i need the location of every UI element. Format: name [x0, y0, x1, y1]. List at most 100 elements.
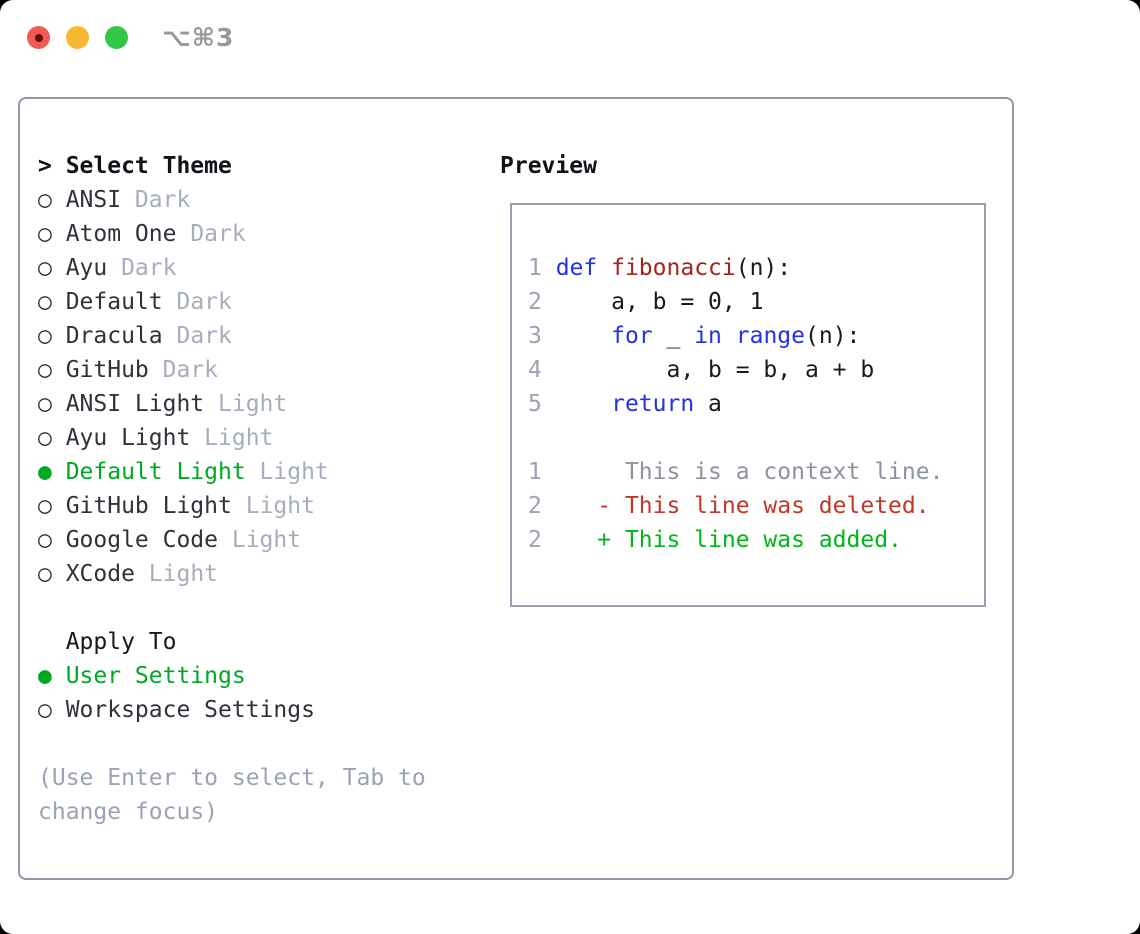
theme-option-ayu-light[interactable]: ○ Ayu Light Light	[38, 421, 426, 455]
radio-selected-icon: ●	[38, 459, 52, 485]
spacer-row	[38, 591, 426, 625]
code-segment-ctx: This is a context line.	[541, 459, 944, 485]
code-segment-plain	[597, 255, 611, 281]
code-segment-num: 2	[528, 527, 542, 553]
zoom-button[interactable]	[105, 26, 128, 49]
select-theme-header: >Select Theme	[38, 149, 426, 183]
code-line: 2 - This line was deleted.	[528, 489, 984, 523]
option-label: Atom One	[65, 221, 177, 247]
theme-option-default-light[interactable]: ● Default Light Light	[38, 455, 426, 489]
radio-unselected-icon: ○	[38, 391, 52, 417]
theme-option-google-code[interactable]: ○ Google Code Light	[38, 523, 426, 557]
code-segment-del: - This line was deleted.	[597, 493, 930, 519]
theme-option-github[interactable]: ○ GitHub Dark	[38, 353, 426, 387]
radio-selected-icon: ●	[38, 663, 52, 689]
code-segment-plain	[542, 493, 597, 519]
code-segment-plain: a, b = 0, 1	[555, 289, 764, 315]
code-segment-kw: return	[611, 391, 695, 417]
option-label: Ayu Light	[65, 425, 191, 451]
theme-variant-badge: Dark	[121, 255, 177, 281]
option-label: ANSI Light	[65, 391, 205, 417]
theme-variant-badge: Dark	[190, 221, 246, 247]
code-segment-num: 1	[528, 255, 556, 281]
apply-to-list: ●User Settings ○ Workspace Settings	[38, 659, 426, 727]
code-segment-kw: range	[735, 323, 805, 349]
option-label: Google Code	[65, 527, 219, 553]
code-segment-plain: _	[652, 323, 695, 349]
code-segment-num: 1	[528, 459, 542, 485]
minimize-button[interactable]	[66, 26, 89, 49]
theme-variant-badge: Light	[204, 425, 274, 451]
option-label: Default Light	[65, 459, 246, 485]
option-label: GitHub	[65, 357, 149, 383]
option-label: Workspace Settings	[65, 697, 315, 723]
code-segment-num: 4	[528, 357, 556, 383]
code-line: 2 + This line was added.	[528, 523, 984, 557]
option-label: Default	[65, 289, 163, 315]
apply-option-workspace-settings[interactable]: ○ Workspace Settings	[38, 693, 426, 727]
preview-header: Preview	[500, 153, 597, 179]
radio-unselected-icon: ○	[38, 289, 52, 315]
apply-option-user-settings[interactable]: ●User Settings	[38, 659, 426, 693]
theme-option-default[interactable]: ○ Default Dark	[38, 285, 426, 319]
radio-unselected-icon: ○	[38, 187, 52, 213]
code-line: 5 return a	[528, 387, 984, 421]
code-segment-plain	[556, 391, 611, 417]
code-line: 2 a, b = 0, 1	[528, 285, 984, 319]
code-segment-num: 2	[528, 289, 556, 315]
theme-variant-badge: Light	[259, 459, 329, 485]
radio-unselected-icon: ○	[38, 697, 52, 723]
spacer-row	[38, 727, 426, 761]
select-theme-title: Select Theme	[65, 153, 232, 179]
option-label: GitHub Light	[65, 493, 232, 519]
radio-unselected-icon: ○	[38, 425, 52, 451]
theme-option-atom-one[interactable]: ○ Atom One Dark	[38, 217, 426, 251]
theme-variant-badge: Dark	[176, 323, 232, 349]
code-segment-plain: a	[694, 391, 722, 417]
code-segment-add: + This line was added.	[597, 527, 902, 553]
theme-variant-badge: Dark	[176, 289, 232, 315]
hint-line-1: (Use Enter to select, Tab to	[38, 765, 426, 791]
theme-variant-badge: Light	[218, 391, 288, 417]
option-label: ANSI	[65, 187, 122, 213]
apply-to-header: Apply To	[65, 629, 177, 655]
radio-unselected-icon: ○	[38, 323, 52, 349]
radio-unselected-icon: ○	[38, 493, 52, 519]
code-line: 1 def fibonacci(n):	[528, 251, 984, 285]
code-segment-num: 3	[528, 323, 556, 349]
theme-option-ansi-light[interactable]: ○ ANSI Light Light	[38, 387, 426, 421]
code-segment-plain: (n):	[805, 323, 861, 349]
theme-variant-badge: Dark	[162, 357, 219, 383]
theme-option-dracula[interactable]: ○ Dracula Dark	[38, 319, 426, 353]
code-line	[528, 421, 984, 455]
theme-variant-badge: Dark	[134, 187, 191, 213]
option-label: Dracula	[65, 323, 163, 349]
code-segment-kw: in	[694, 323, 722, 349]
radio-unselected-icon: ○	[38, 561, 52, 587]
code-segment-kw: for	[611, 323, 653, 349]
close-button[interactable]	[27, 26, 50, 49]
record-dot-icon	[34, 33, 43, 42]
code-segment-fn: fibonacci	[611, 255, 736, 281]
code-line: 3 for _ in range(n):	[528, 319, 984, 353]
code-segment-plain: a, b = b, a + b	[555, 357, 875, 383]
theme-option-ansi[interactable]: ○ ANSI Dark	[38, 183, 426, 217]
code-segment-kw: def	[555, 255, 598, 281]
theme-variant-badge: Light	[148, 561, 219, 587]
theme-option-xcode[interactable]: ○ XCode Light	[38, 557, 426, 591]
code-segment-num: 2	[528, 493, 542, 519]
code-line: 4 a, b = b, a + b	[528, 353, 984, 387]
radio-unselected-icon: ○	[38, 255, 52, 281]
radio-unselected-icon: ○	[38, 527, 52, 553]
theme-variant-badge: Light	[231, 527, 302, 553]
option-label: XCode	[65, 561, 135, 587]
radio-unselected-icon: ○	[38, 357, 52, 383]
radio-unselected-icon: ○	[38, 221, 52, 247]
